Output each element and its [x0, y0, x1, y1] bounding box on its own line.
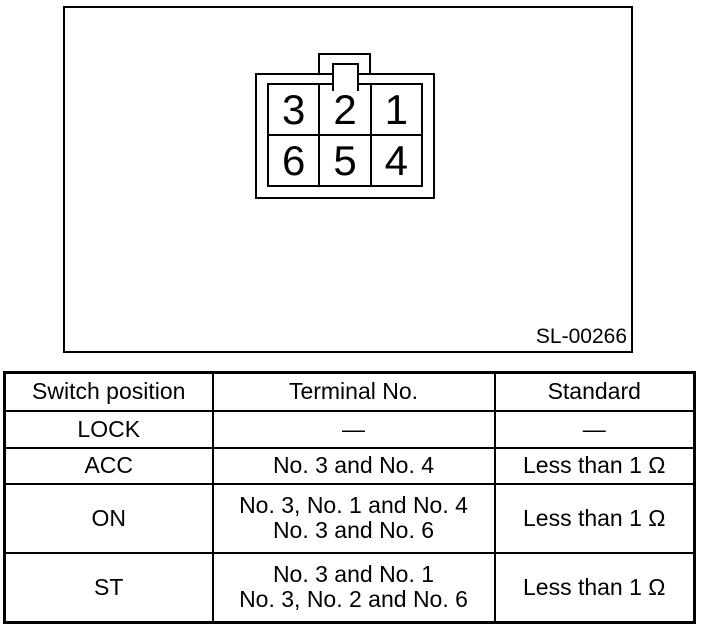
- cell-standard: —: [493, 409, 696, 449]
- cell-switch-position: ST: [3, 551, 214, 624]
- table-row-acc: ACC No. 3 and No. 4 Less than 1 Ω: [3, 446, 696, 485]
- cell-switch-position: ACC: [3, 446, 214, 485]
- terminal-line-1: No. 3, No. 1 and No. 4: [239, 492, 468, 518]
- col-header-standard: Standard: [493, 371, 696, 412]
- connector-terminal-grid: 3 2 1 6 5 4: [267, 83, 423, 187]
- col-header-terminal-no: Terminal No.: [211, 371, 496, 412]
- table-row-st: ST No. 3 and No. 1 No. 3, No. 2 and No. …: [3, 551, 696, 624]
- cell-standard: Less than 1 Ω: [493, 551, 696, 624]
- continuity-table: Switch position Terminal No. Standard LO…: [3, 371, 696, 624]
- terminal-line-2: No. 3, No. 2 and No. 6: [239, 586, 468, 613]
- col-header-switch-position: Switch position: [3, 371, 214, 412]
- figure-id-label: SL-00266: [535, 325, 627, 348]
- terminal-cell-6: 6: [269, 136, 319, 185]
- table-header-row: Switch position Terminal No. Standard: [3, 371, 696, 412]
- terminal-cell-1: 1: [371, 85, 421, 134]
- cell-terminal-no: No. 3, No. 1 and No. 4 No. 3 and No. 6: [211, 482, 496, 554]
- terminal-cell-3: 3: [269, 85, 319, 134]
- cell-terminal-no: No. 3 and No. 4: [211, 446, 496, 485]
- terminal-line-2: No. 3 and No. 6: [272, 517, 435, 543]
- cell-terminal-no: No. 3 and No. 1 No. 3, No. 2 and No. 6: [211, 551, 496, 624]
- terminal-cell-5: 5: [320, 136, 370, 185]
- cell-standard: Less than 1 Ω: [493, 482, 696, 554]
- diagram-frame: 3 2 1 6 5 4 SL-00266: [63, 6, 633, 353]
- cell-switch-position: LOCK: [3, 409, 214, 449]
- cell-terminal-no: —: [211, 409, 496, 449]
- terminal-cell-4: 4: [371, 136, 421, 185]
- table-row-lock: LOCK — —: [3, 409, 696, 449]
- terminal-cell-2: 2: [320, 85, 370, 134]
- terminal-line-1: No. 3 and No. 1: [272, 561, 435, 588]
- table-row-on: ON No. 3, No. 1 and No. 4 No. 3 and No. …: [3, 482, 696, 554]
- connector-key-tab-inner: [332, 63, 359, 91]
- cell-standard: Less than 1 Ω: [493, 446, 696, 485]
- cell-switch-position: ON: [3, 482, 214, 554]
